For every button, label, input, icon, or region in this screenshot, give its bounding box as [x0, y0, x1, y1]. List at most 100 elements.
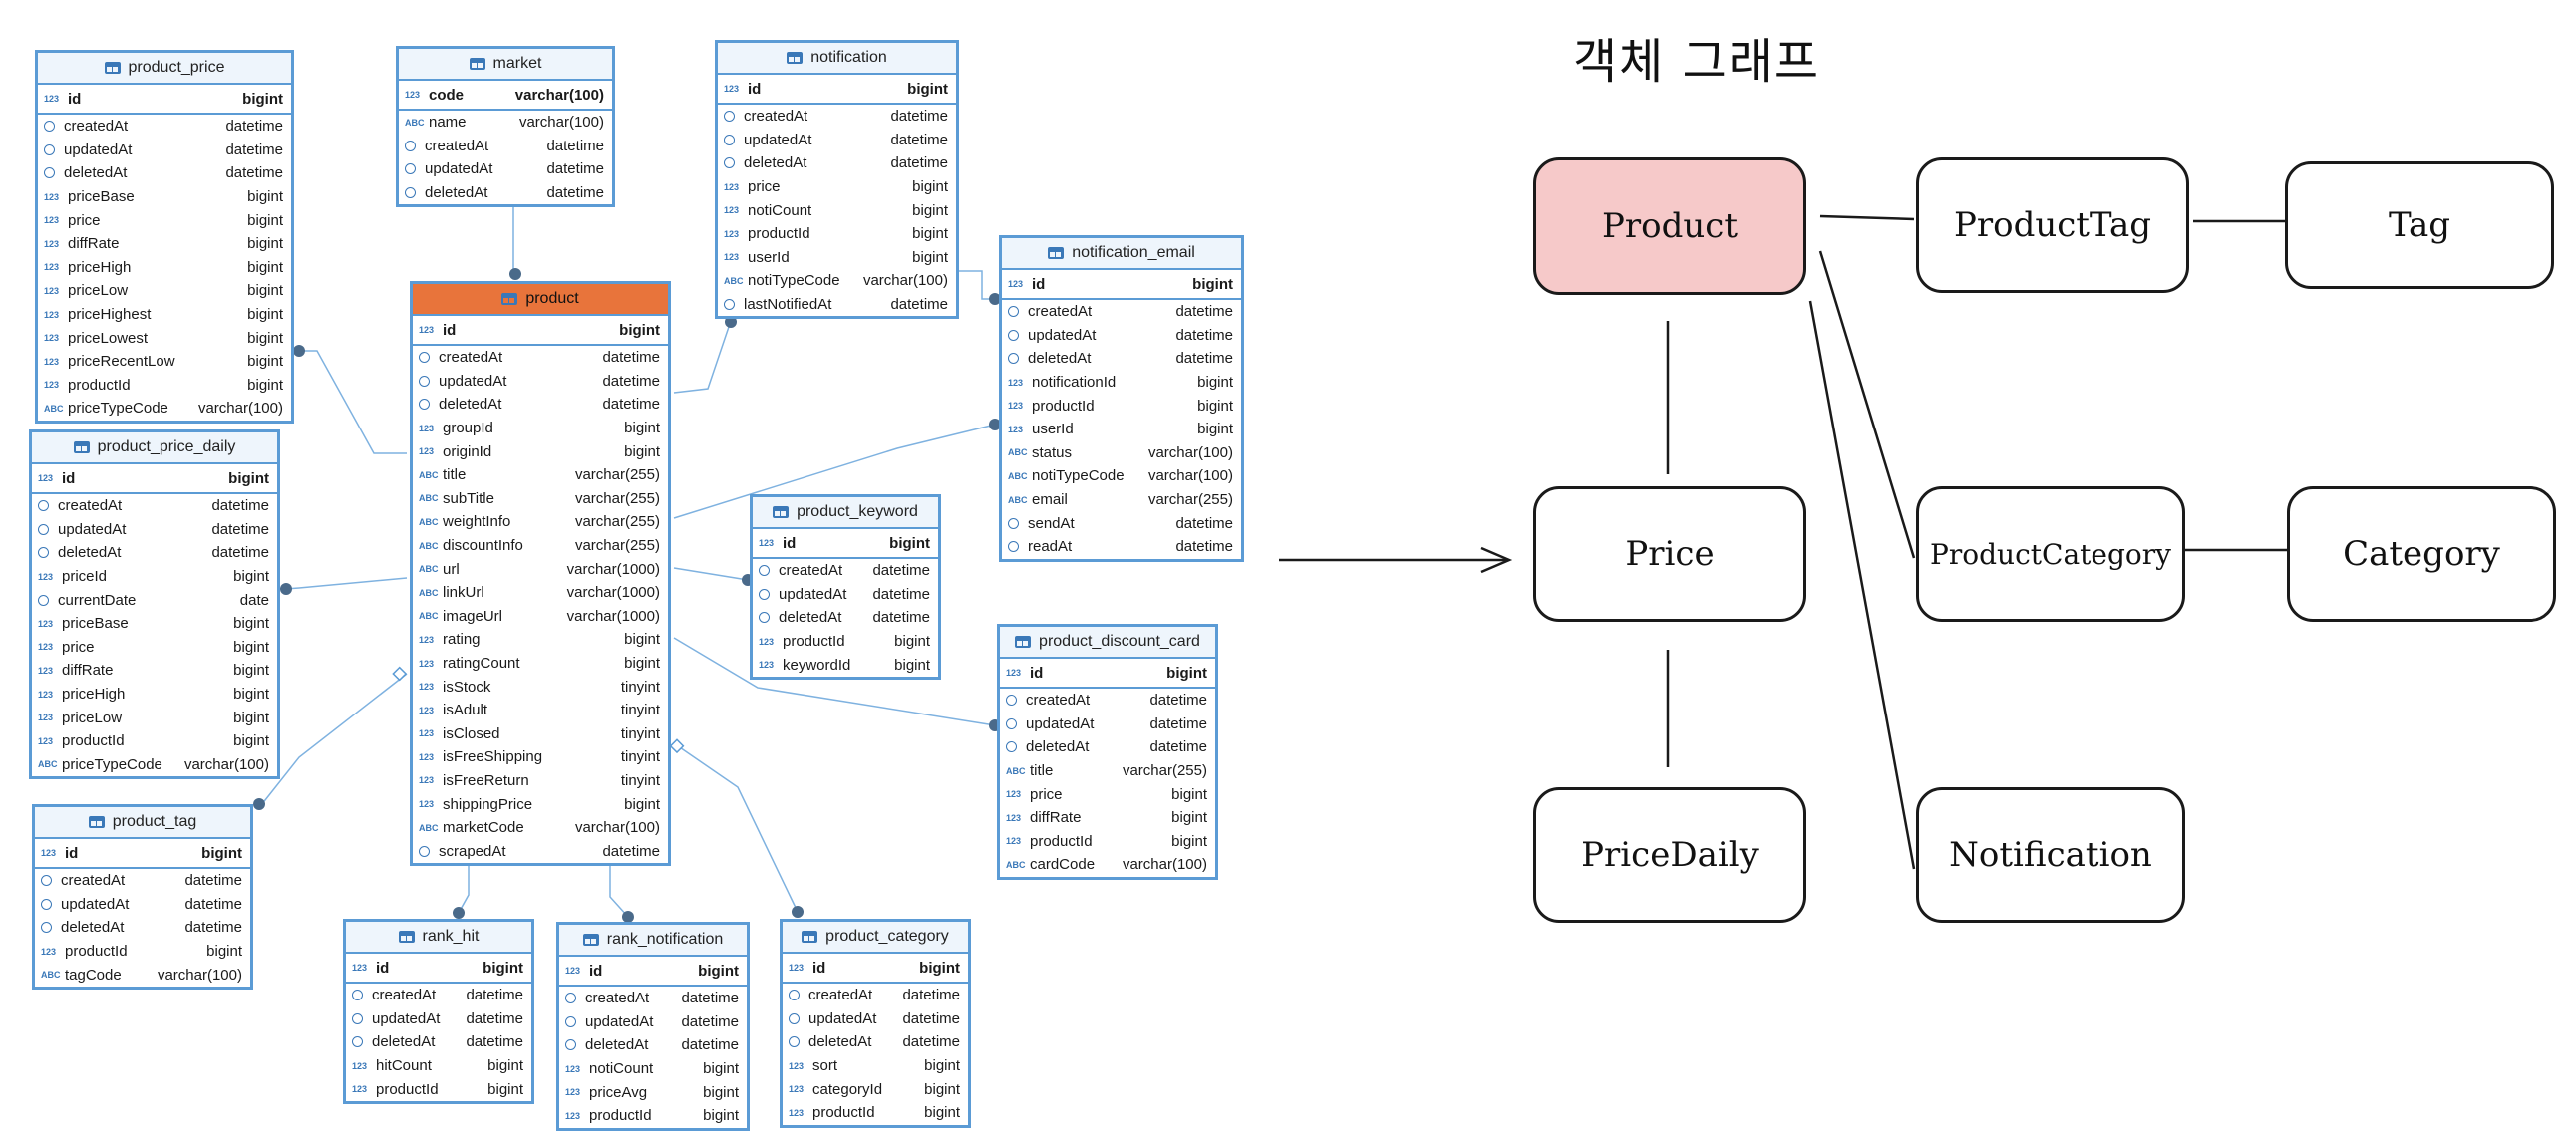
table-header[interactable]: product_price_daily: [32, 432, 277, 464]
table-header[interactable]: product_tag: [35, 807, 250, 839]
table-header[interactable]: notification: [718, 43, 956, 75]
table-header[interactable]: notification_email: [1002, 238, 1241, 270]
table-header[interactable]: market: [399, 49, 612, 81]
table-header[interactable]: product: [413, 284, 668, 316]
table-header[interactable]: product_discount_card: [1000, 627, 1215, 659]
table-header[interactable]: product_keyword: [753, 497, 938, 529]
graph-node-productcategory[interactable]: ProductCategory: [1916, 486, 2185, 622]
graph-node-pricedaily[interactable]: PriceDaily: [1533, 787, 1806, 923]
table-header[interactable]: rank_hit: [346, 922, 531, 954]
table-header[interactable]: product_category: [783, 922, 968, 954]
graph-node-tag[interactable]: Tag: [2285, 161, 2554, 289]
graph-node-price[interactable]: Price: [1533, 486, 1806, 622]
